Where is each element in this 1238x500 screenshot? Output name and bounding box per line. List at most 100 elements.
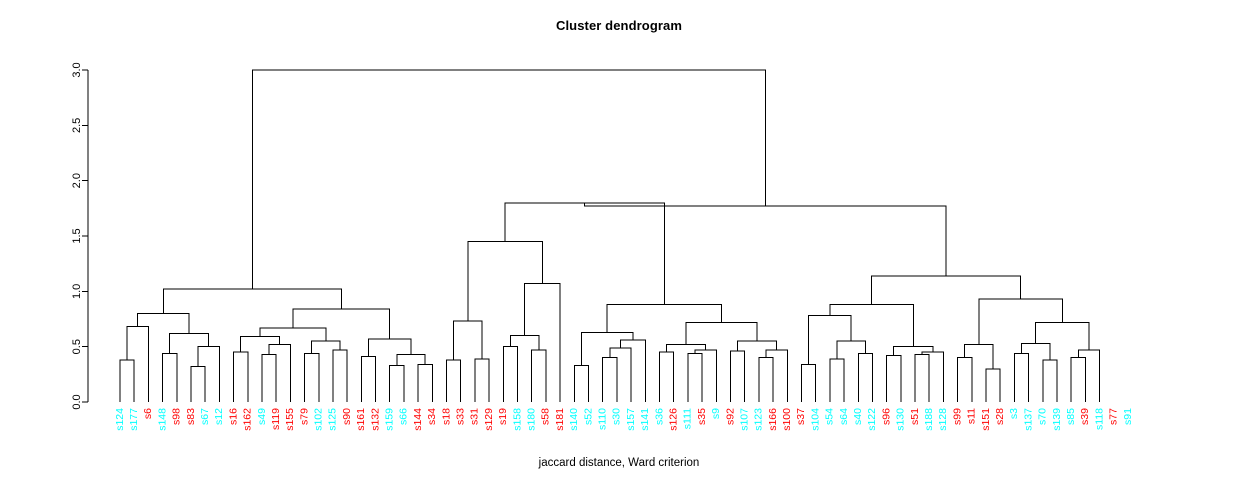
dendrogram-branch — [886, 355, 902, 402]
dendrogram-leaf-label: s104 — [809, 408, 821, 431]
dendrogram-branch — [251, 69, 766, 290]
dendrogram-leaf-label: s51 — [909, 408, 921, 425]
dendrogram-branch — [765, 349, 788, 402]
dendrogram-leaf-label: s119 — [270, 408, 282, 430]
dendrogram-leaf-label: s118 — [1093, 408, 1105, 430]
dendrogram-leaf-label: s67 — [199, 408, 211, 425]
dendrogram-leaf-label: s128 — [937, 408, 949, 431]
dendrogram-branch — [332, 349, 348, 402]
dendrogram-leaf-label: s19 — [497, 408, 509, 425]
dendrogram-leaf-label: s126 — [667, 408, 679, 431]
dendrogram-branch — [446, 359, 462, 402]
dendrogram-leaf-label: s129 — [483, 408, 495, 431]
dendrogram-branch — [524, 283, 561, 402]
dendrogram-branch — [474, 358, 490, 402]
dendrogram-branch — [1077, 349, 1101, 402]
y-axis-tick-label: 2.0 — [71, 173, 83, 188]
dendrogram-branch — [259, 327, 327, 342]
page-title: Cluster dendrogram — [555, 18, 683, 33]
dendrogram-branch — [666, 343, 707, 353]
dendrogram-branch — [137, 312, 190, 334]
dendrogram-branch — [1013, 352, 1030, 402]
dendrogram-branch — [268, 343, 291, 402]
y-axis-tick-label: 2.5 — [71, 118, 83, 133]
dendrogram-leaf-label: s37 — [795, 408, 807, 425]
dendrogram-leaf-label: s52 — [582, 408, 594, 425]
dendrogram-branch — [1021, 342, 1051, 360]
dendrogram-leaf-label: s140 — [568, 408, 580, 431]
dendrogram-leaf-label: s98 — [171, 408, 183, 425]
dendrogram-branch — [240, 336, 281, 353]
y-axis-tick-label: 1.0 — [71, 284, 83, 299]
dendrogram-branch — [162, 288, 342, 314]
dendrogram-branch — [829, 358, 845, 402]
y-axis-tick-label: 0.5 — [71, 339, 83, 354]
dendrogram-leaf-label: s177 — [128, 408, 140, 431]
dendrogram-branch — [857, 352, 873, 402]
dendrogram-branch — [964, 343, 994, 369]
dendrogram-branch — [914, 353, 930, 402]
dendrogram-leaf-label: s64 — [838, 408, 850, 425]
dendrogram-branch — [1042, 359, 1058, 402]
dendrogram-branch — [836, 340, 866, 359]
y-axis-tick-label: 3.0 — [71, 62, 83, 77]
dendrogram-leaf-label: s91 — [1122, 408, 1134, 425]
dendrogram-branch — [126, 326, 149, 402]
dendrogram-branch — [531, 349, 547, 402]
dendrogram-branch — [502, 346, 519, 402]
dendrogram-branch — [829, 304, 914, 347]
dendrogram-leaf-label: s90 — [341, 408, 353, 425]
dendrogram-leaf-label: s180 — [525, 408, 537, 431]
dendrogram-branch — [584, 202, 947, 276]
dendrogram-leaf-label: s28 — [994, 408, 1006, 425]
dendrogram-leaf-label: s83 — [185, 408, 197, 425]
dendrogram-branch — [311, 340, 341, 354]
dendrogram-leaf-label: s123 — [753, 408, 765, 431]
dendrogram-branch — [957, 357, 973, 402]
dendrogram-leaf-label: s122 — [866, 408, 878, 431]
dendrogram-leaf-label: s12 — [213, 408, 225, 425]
dendrogram-leaf-label: s137 — [1022, 408, 1034, 431]
dendrogram-branch — [292, 308, 391, 339]
dendrogram-branch — [261, 353, 277, 402]
dendrogram-branch — [233, 351, 249, 402]
dendrogram-branch — [119, 359, 135, 402]
dendrogram-leaf-label: s92 — [724, 408, 736, 425]
dendrogram-branch — [871, 275, 1022, 305]
dendrogram-leaf-label: s158 — [511, 408, 523, 431]
dendrogram-branch — [800, 363, 817, 402]
dendrogram-leaf-label: s39 — [1079, 408, 1091, 425]
dendrogram-branch — [197, 346, 220, 402]
dendrogram-leaf-label: s181 — [554, 408, 566, 431]
x-axis-label: jaccard distance, Ward criterion — [538, 457, 700, 469]
y-axis-tick-label: 0.0 — [71, 394, 83, 409]
dendrogram-leaf-label: s151 — [980, 408, 992, 431]
dendrogram-branch — [169, 332, 210, 354]
dendrogram-leaf-label: s11 — [966, 408, 978, 424]
dendrogram-branch — [1035, 321, 1090, 350]
dendrogram-leaf-label: s18 — [440, 408, 452, 425]
dendrogram-branch — [504, 202, 665, 305]
dendrogram-leaf-label: s49 — [256, 408, 268, 425]
dendrogram-leaf-label: s85 — [1065, 408, 1077, 425]
dendrogram-branch — [729, 350, 746, 402]
dendrogram-leaf-label: s166 — [767, 408, 779, 431]
dendrogram-leaf-label: s33 — [455, 408, 467, 425]
dendrogram-branch — [687, 352, 703, 402]
dendrogram-branch — [658, 351, 675, 402]
dendrogram-branch — [619, 339, 646, 402]
dendrogram-branch — [509, 335, 540, 350]
dendrogram-leaf-label: s110 — [596, 408, 608, 430]
dendrogram-branch — [808, 315, 852, 365]
dendrogram-branch — [921, 351, 944, 402]
dendrogram-leaf-label: s124 — [114, 408, 126, 431]
y-axis-tick-label: 1.5 — [71, 228, 83, 243]
dendrogram-branch — [467, 241, 543, 322]
dendrogram-leaf-label: s3 — [1008, 408, 1020, 419]
dendrogram-leaf-label: s6 — [142, 408, 154, 419]
dendrogram-leaf-label: s141 — [639, 408, 651, 431]
dendrogram-leaf-label: s155 — [284, 408, 296, 431]
